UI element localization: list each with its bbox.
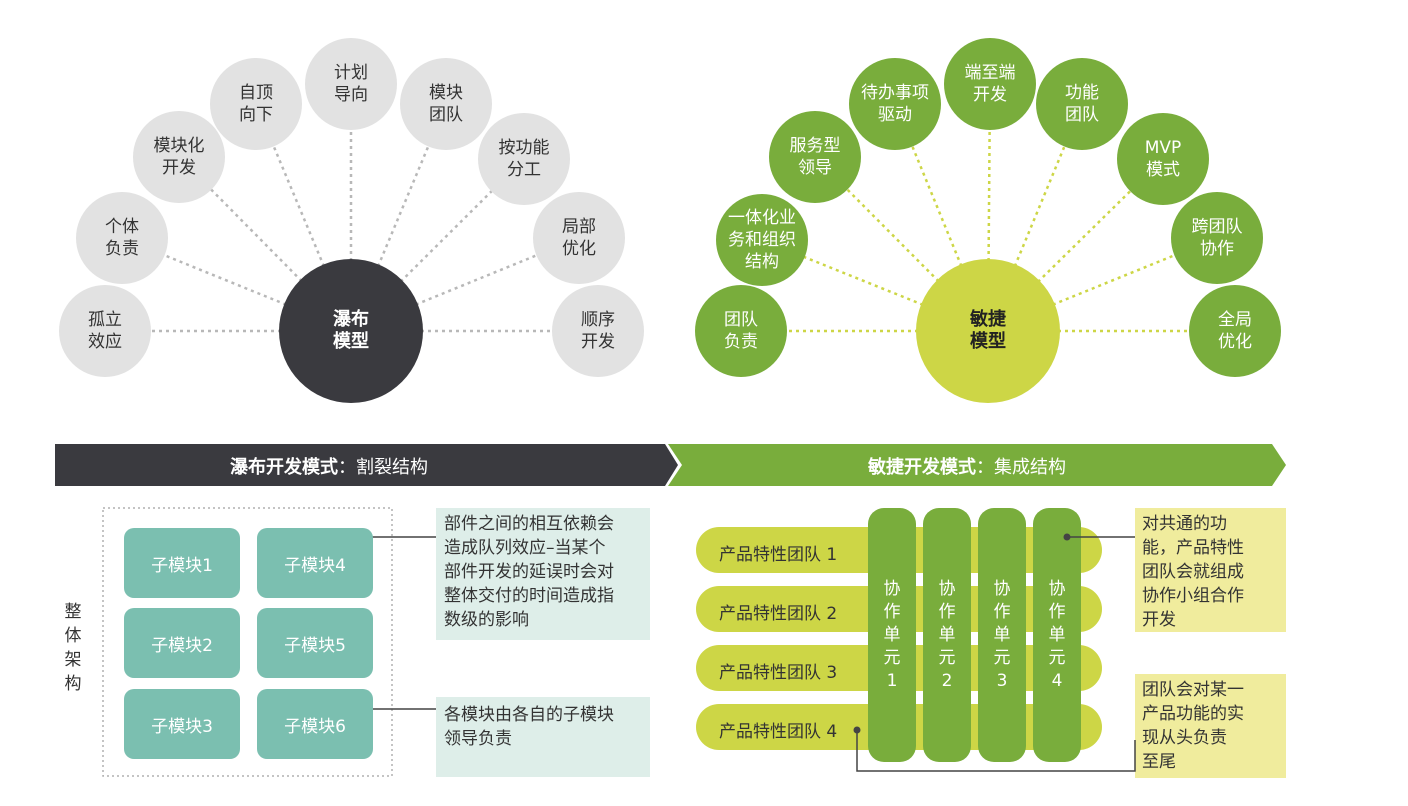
feature-team-3: 产品特性团队 3 [719,663,838,683]
architecture-side-title: 整体架构 [64,602,82,694]
attr-isolation: 孤立 效应 [88,310,122,352]
architecture-frame [102,507,393,777]
agile-banner-rest: ：集成结构 [976,457,1066,478]
attr-plan-driven: 计划 导向 [334,63,368,105]
note-top-bg [436,508,650,640]
submodule-6: 子模块6 [257,689,373,759]
feature-team-4: 产品特性团队 4 [719,722,838,742]
agile-attribute-circles [695,38,1281,377]
pointer-lines [369,536,1136,772]
submodule-2: 子模块2 [124,608,240,678]
collab-group-note: 对共通的功 能，产品特性 团队会就组成 协作小组合作 开发 [1142,514,1244,630]
agile-note-top-bg [1135,508,1286,632]
submodule-4: 子模块4 [257,528,373,598]
attr-top-down: 自顶 向下 [239,83,273,125]
waterfall-banner [55,444,678,486]
dependency-note: 部件之间的相互依赖会 造成队列效应–当某个 部件开发的延误时会对 整体交付的时间… [444,514,614,630]
unit-bars [868,508,1081,762]
waterfall-banner-bold: 瀑布开发模式 [230,457,338,478]
waterfall-banner-rest: ：割裂结构 [338,457,428,478]
attr-integrated-structure: 一体化业 务和组织 结构 [728,208,796,272]
collab-unit-1: 协 作 单 元 1 [883,579,901,691]
attr-global-optimization: 全局 优化 [1218,310,1252,352]
attr-local-optimization: 局部 优化 [562,217,596,259]
attr-end-to-end: 端至端 开发 [964,63,1016,105]
attr-backlog-driven: 待办事项 驱动 [861,83,929,125]
agile-note-bottom-bg [1135,674,1286,778]
collab-unit-2: 协 作 单 元 2 [938,579,956,691]
collab-unit-4: 协 作 单 元 4 [1048,579,1066,691]
feature-team-1: 产品特性团队 1 [719,545,838,565]
attr-feature-team: 功能 团队 [1065,83,1099,125]
agile-banner-title: 敏捷开发模式：集成结构 [868,453,1066,479]
feature-team-2: 产品特性团队 2 [719,604,838,624]
waterfall-center-label: 瀑布 模型 [333,309,369,352]
attr-modular-dev: 模块化 开发 [153,136,205,178]
submodule-5: 子模块5 [257,608,373,678]
agile-center-circle [916,259,1060,403]
agile-banner [668,444,1286,486]
waterfall-banner-title: 瀑布开发模式：割裂结构 [230,453,428,479]
attr-servant-leadership: 服务型 领导 [789,136,841,178]
attr-mvp: MVP 模式 [1144,138,1182,180]
submodule-1: 子模块1 [124,528,240,598]
waterfall-attribute-circles [59,38,644,377]
attr-module-team: 模块 团队 [429,83,463,125]
end-to-end-note: 团队会对某一 产品功能的实 现从头负责 至尾 [1142,680,1244,772]
attr-team-responsibility: 团队 负责 [724,310,758,352]
note-bottom-bg [436,697,650,777]
attr-cross-team: 跨团队 协作 [1191,217,1243,259]
attr-individual-responsibility: 个体 负责 [105,217,139,259]
submodule-3: 子模块3 [124,689,240,759]
attr-sequential-dev: 顺序 开发 [581,310,615,352]
attr-function-division: 按功能 分工 [498,138,550,180]
collab-unit-3: 协 作 单 元 3 [993,579,1011,691]
module-lead-note: 各模块由各自的子模块 领导负责 [444,705,614,749]
waterfall-center-circle [279,259,423,403]
agile-center-label: 敏捷 模型 [970,309,1006,352]
agile-banner-bold: 敏捷开发模式 [868,457,976,478]
